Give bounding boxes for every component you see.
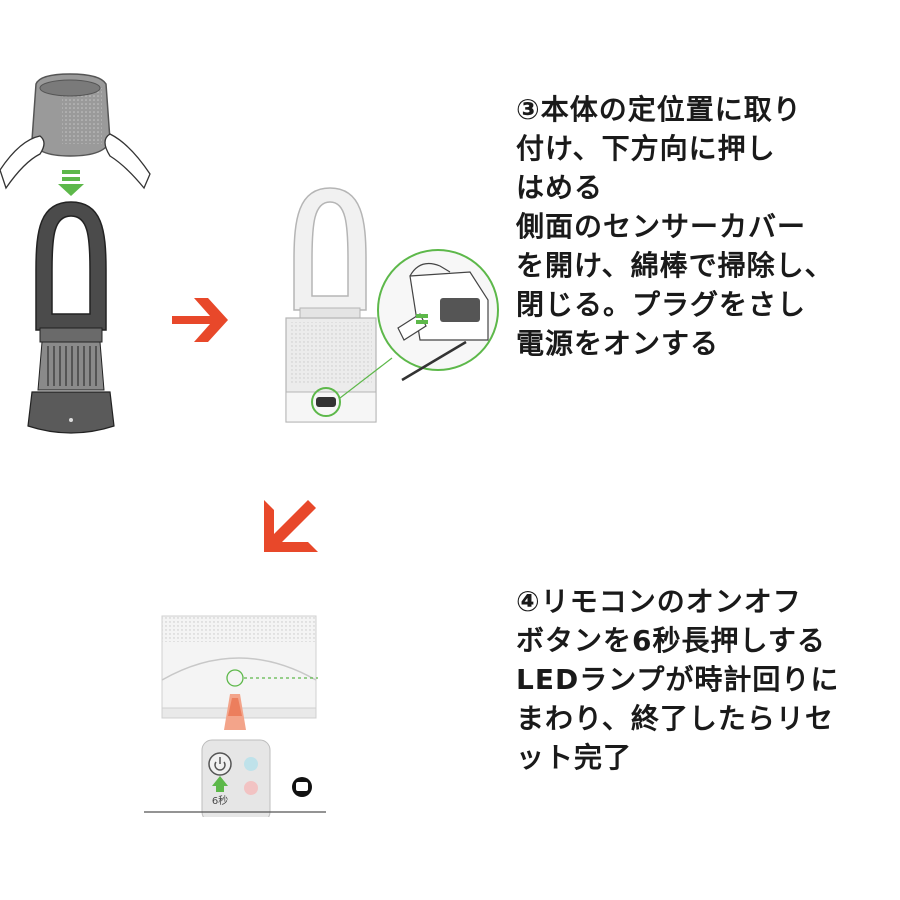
- step4-line-1: ④リモコンのオンオフ: [516, 585, 802, 618]
- dark-unit-body: [27, 201, 115, 434]
- step3-line-1: ③本体の定位置に取り: [516, 93, 802, 126]
- up-arrow-icon: [212, 776, 228, 792]
- right-arrow-icon: [168, 288, 232, 352]
- step4-remote-illustration: 6秒: [140, 612, 330, 817]
- step4-instructions: ④リモコンのオンオフ ボタンを6秒長押しする LEDランプが時計回りに まわり、…: [516, 582, 839, 777]
- dark-unit-svg: [0, 73, 151, 434]
- step4-line-5: ット完了: [516, 741, 633, 774]
- step3-white-unit-illustration: [270, 180, 500, 430]
- step4-line-4: まわり、終了したらリセ: [516, 702, 834, 735]
- hands: [0, 133, 151, 190]
- sensor-callout: [377, 249, 499, 382]
- remote-symbol-icon: [292, 777, 312, 797]
- step3-instructions: ③本体の定位置に取り 付け、下方向に押し はめる 側面のセンサーカバー を開け、…: [516, 90, 834, 363]
- push-down-arrows-icon: [58, 170, 84, 196]
- step3-line-4: 側面のセンサーカバー: [516, 210, 807, 243]
- step4-line-2: ボタンを6秒長押しする: [516, 624, 826, 657]
- step4-line-3: LEDランプが時計回りに: [516, 663, 840, 696]
- down-left-arrow-icon: [252, 494, 324, 558]
- white-unit-svg: [285, 187, 499, 423]
- remote-illustration-svg: 6秒: [144, 615, 326, 817]
- filter-cylinder: [31, 73, 111, 157]
- step3-line-2: 付け、下方向に押し: [516, 132, 776, 165]
- step3-line-6: 閉じる。プラグをさし: [516, 288, 807, 321]
- step3-line-5: を開け、綿棒で掃除し、: [516, 249, 834, 282]
- step3-line-3: はめる: [516, 171, 604, 204]
- seconds-label: 6秒: [212, 794, 228, 807]
- power-icon: [214, 757, 226, 771]
- step3-line-7: 電源をオンする: [516, 327, 720, 360]
- step3-dark-unit-illustration: [0, 70, 170, 440]
